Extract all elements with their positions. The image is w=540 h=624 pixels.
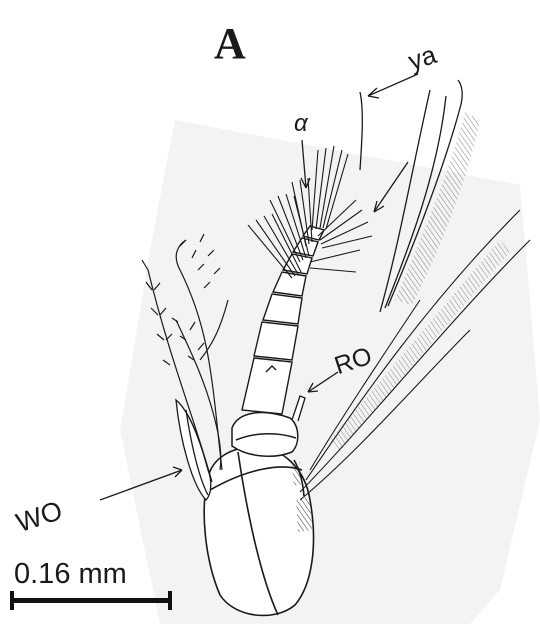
ya-arrow (368, 74, 418, 96)
scale-bar-cap-right (168, 591, 172, 610)
pedicel (232, 413, 298, 457)
scale-bar-text: 0.16 mm (14, 558, 127, 591)
scale-bar (10, 598, 172, 603)
label-alpha: α (294, 110, 308, 138)
background-plate (120, 120, 540, 624)
panel-letter: A (214, 22, 246, 66)
scale-bar-cap-left (10, 591, 14, 610)
